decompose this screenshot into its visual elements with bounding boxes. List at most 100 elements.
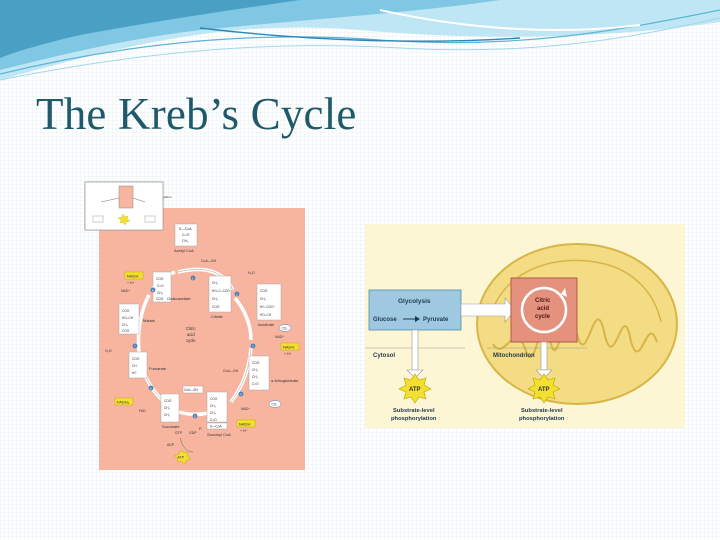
svg-text:HO–C–COO⁻: HO–C–COO⁻ <box>212 289 232 293</box>
h-right-label: + H⁺ <box>284 352 292 356</box>
s-coa-label: S—CoA <box>210 425 222 429</box>
fadh2-label: FADH₂ <box>117 400 130 405</box>
succinyl-coa-label: Succinyl CoA <box>207 432 231 437</box>
svg-text:8: 8 <box>152 289 154 293</box>
h2o-left-label: H₂O <box>105 349 112 353</box>
svg-text:COO⁻: COO⁻ <box>252 361 261 365</box>
nadh-top-label: NADH <box>127 274 138 279</box>
svg-text:6: 6 <box>150 387 152 391</box>
svg-text:CH₂: CH₂ <box>164 413 171 417</box>
cycle-background <box>99 208 305 470</box>
cell-respiration-overview: Glycolysis Glucose Pyruvate Citric acid … <box>365 224 685 428</box>
fumarate-label: Fumarate <box>149 366 167 371</box>
svg-text:CH₂: CH₂ <box>164 406 171 410</box>
slide-title: The Kreb’s Cycle <box>36 89 357 139</box>
substrate-right-line1: Substrate-level <box>521 408 563 414</box>
svg-text:C=O: C=O <box>252 382 259 386</box>
svg-text:CH₂: CH₂ <box>252 375 259 379</box>
nadh-bottom-label: NADH <box>239 422 250 427</box>
h-bottom-label: + H⁺ <box>240 429 248 433</box>
citrate-label: Citrate <box>211 314 224 319</box>
cytosol-panel <box>368 289 462 331</box>
mitochondrion-label: Mitochondrion <box>493 353 535 359</box>
co2-top-label: CO₂ <box>282 327 289 331</box>
svg-text:CH₂: CH₂ <box>252 368 259 372</box>
svg-text:4: 4 <box>240 393 242 397</box>
atp-left-label: ATP <box>409 387 421 393</box>
gdp-label: GDP <box>189 431 197 435</box>
citric-label-1: Citric <box>535 298 551 304</box>
svg-text:1: 1 <box>192 277 194 281</box>
citric-label-3: cycle <box>535 314 551 320</box>
center-label-2: acid <box>187 332 195 337</box>
svg-text:COO⁻: COO⁻ <box>212 305 221 309</box>
svg-text:COO⁻: COO⁻ <box>164 399 173 403</box>
gtp-label: GTP <box>175 431 183 435</box>
succinate-label: Succinate <box>162 424 180 429</box>
svg-text:COO⁻: COO⁻ <box>156 297 165 301</box>
co2-bottom-label: CO₂ <box>272 403 279 407</box>
svg-text:CH₂: CH₂ <box>210 404 217 408</box>
nadh-right-label: NADH <box>283 345 294 350</box>
acetyl-coa-label: Acetyl CoA <box>174 248 194 253</box>
fad-label: FAD <box>139 409 146 413</box>
svg-text:C=O: C=O <box>210 418 217 422</box>
substrate-left-line2: phosphorylation <box>391 416 437 422</box>
atp-right-label: ATP <box>538 387 550 393</box>
coa-sh-top-label: CoA—SH <box>201 259 217 263</box>
nad-bottom-label: NAD⁺ <box>241 407 250 411</box>
svg-text:COO⁻: COO⁻ <box>132 357 141 361</box>
svg-text:CH₂: CH₂ <box>212 297 219 301</box>
svg-text:CH₂: CH₂ <box>212 281 219 285</box>
krebs-cycle-detail-diagram: Citric acid cycle Glycolysis Oxidative p… <box>84 181 305 470</box>
center-label-3: cycle <box>186 338 196 343</box>
svg-text:C=O: C=O <box>182 233 190 237</box>
svg-text:CH₂: CH₂ <box>122 323 129 327</box>
adp-label: ADP <box>167 443 175 447</box>
substrate-left-line1: Substrate-level <box>393 408 435 414</box>
oxaloacetate-label: Oxaloacetate <box>167 296 191 301</box>
decorative-banner <box>0 0 720 81</box>
svg-text:CH₃: CH₃ <box>182 239 189 243</box>
svg-text:2: 2 <box>236 293 238 297</box>
svg-text:HO–CH: HO–CH <box>260 313 272 317</box>
glucose-label: Glucose <box>373 317 397 323</box>
svg-text:CH₂: CH₂ <box>157 291 164 295</box>
h2o-top-label: H₂O <box>248 271 255 275</box>
h-top-label: + H⁺ <box>127 281 135 285</box>
nad-top-label: NAD⁺ <box>121 289 130 293</box>
svg-text:5: 5 <box>194 415 196 419</box>
step-markers: 1 2 3 4 5 6 7 8 <box>132 275 256 419</box>
atp-burst-left <box>398 373 432 404</box>
cytosol-label: Cytosol <box>373 353 395 359</box>
svg-text:COO⁻: COO⁻ <box>156 277 165 281</box>
atp-burst-right <box>527 373 561 404</box>
svg-text:C=O: C=O <box>157 284 164 288</box>
svg-text:HO–CH: HO–CH <box>122 316 134 320</box>
malate-label: Malate <box>143 318 156 323</box>
citric-label-2: acid <box>537 306 549 312</box>
svg-text:S—CoA: S—CoA <box>179 227 192 231</box>
svg-text:COO⁻: COO⁻ <box>260 289 269 293</box>
svg-text:HC–COO⁻: HC–COO⁻ <box>260 305 276 309</box>
svg-text:COO⁻: COO⁻ <box>210 397 219 401</box>
svg-text:CH₂: CH₂ <box>210 411 217 415</box>
ketoglutarate-label: α-Ketoglutarate <box>271 378 299 383</box>
svg-text:COO⁻: COO⁻ <box>122 309 131 313</box>
nad-right-label: NAD⁺ <box>275 335 284 339</box>
coa-sh-bottom-label: CoA—SH <box>184 388 199 392</box>
pyruvate-arrow <box>460 297 516 323</box>
pi-label: Pᵢ <box>199 427 202 431</box>
substrate-right-line2: phosphorylation <box>519 416 565 422</box>
svg-text:3: 3 <box>252 345 254 349</box>
center-label-1: Citric <box>186 326 196 331</box>
pyruvate-label: Pyruvate <box>423 317 449 323</box>
svg-text:7: 7 <box>134 345 136 349</box>
svg-text:HC: HC <box>132 371 137 375</box>
svg-text:CH₂: CH₂ <box>260 297 267 301</box>
coa-sh-right-label: CoA—SH <box>223 369 239 373</box>
svg-text:CH: CH <box>132 364 137 368</box>
glycolysis-label: Glycolysis <box>398 298 431 305</box>
svg-text:COO⁻: COO⁻ <box>122 329 131 333</box>
